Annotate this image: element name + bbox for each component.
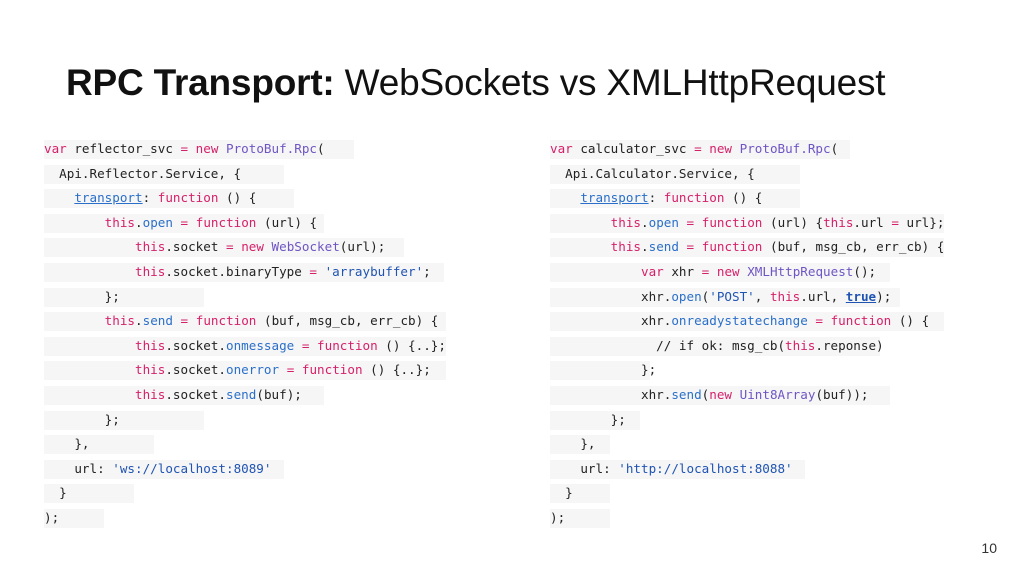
slide-title-bold: RPC Transport: bbox=[66, 62, 335, 103]
code-line: this.socket.send(buf); bbox=[44, 382, 446, 408]
code-line: this.open = function (url) {this.url = u… bbox=[550, 210, 945, 236]
code-line: transport: function () { bbox=[44, 186, 446, 211]
code-line: this.open = function (url) { bbox=[44, 210, 446, 236]
code-line: }, bbox=[44, 432, 446, 457]
code-line: var calculator_svc = new ProtoBuf.Rpc( bbox=[550, 137, 945, 162]
code-line: xhr.send(new Uint8Array(buf)); bbox=[550, 382, 945, 408]
code-line: }; bbox=[44, 284, 446, 310]
code-line: // if ok: msg_cb(this.reponse) bbox=[550, 333, 945, 359]
code-line: this.socket.binaryType = 'arraybuffer'; bbox=[44, 259, 446, 285]
slide-title-rest: WebSockets vs XMLHttpRequest bbox=[334, 62, 886, 103]
code-line: ); bbox=[550, 505, 945, 531]
code-line: }; bbox=[550, 407, 945, 433]
code-line: this.send = function (buf, msg_cb, err_c… bbox=[44, 309, 446, 334]
code-line: ); bbox=[44, 505, 446, 531]
code-line: }; bbox=[44, 407, 446, 433]
code-line: } bbox=[44, 481, 446, 506]
code-line: Api.Reflector.Service, { bbox=[44, 161, 446, 187]
code-line: this.send = function (buf, msg_cb, err_c… bbox=[550, 235, 945, 260]
code-line: } bbox=[550, 481, 945, 506]
code-block-websocket: var reflector_svc = new ProtoBuf.Rpc( Ap… bbox=[44, 137, 446, 531]
code-line: var xhr = new XMLHttpRequest(); bbox=[550, 259, 945, 285]
code-line: var reflector_svc = new ProtoBuf.Rpc( bbox=[44, 137, 446, 162]
code-line: this.socket = new WebSocket(url); bbox=[44, 235, 446, 260]
code-line: this.socket.onmessage = function () {..}… bbox=[44, 333, 446, 359]
code-line: url: 'ws://localhost:8089' bbox=[44, 456, 446, 482]
code-line: Api.Calculator.Service, { bbox=[550, 161, 945, 187]
code-line: }; bbox=[550, 358, 945, 383]
page-number: 10 bbox=[981, 540, 997, 556]
code-line: this.socket.onerror = function () {..}; bbox=[44, 358, 446, 383]
code-line: }, bbox=[550, 432, 945, 457]
code-line: transport: function () { bbox=[550, 186, 945, 211]
code-line: xhr.onreadystatechange = function () { bbox=[550, 309, 945, 334]
code-block-xhr: var calculator_svc = new ProtoBuf.Rpc( A… bbox=[550, 137, 945, 531]
slide-title: RPC Transport: WebSockets vs XMLHttpRequ… bbox=[66, 62, 886, 104]
code-line: url: 'http://localhost:8088' bbox=[550, 456, 945, 482]
code-line: xhr.open('POST', this.url, true); bbox=[550, 284, 945, 310]
